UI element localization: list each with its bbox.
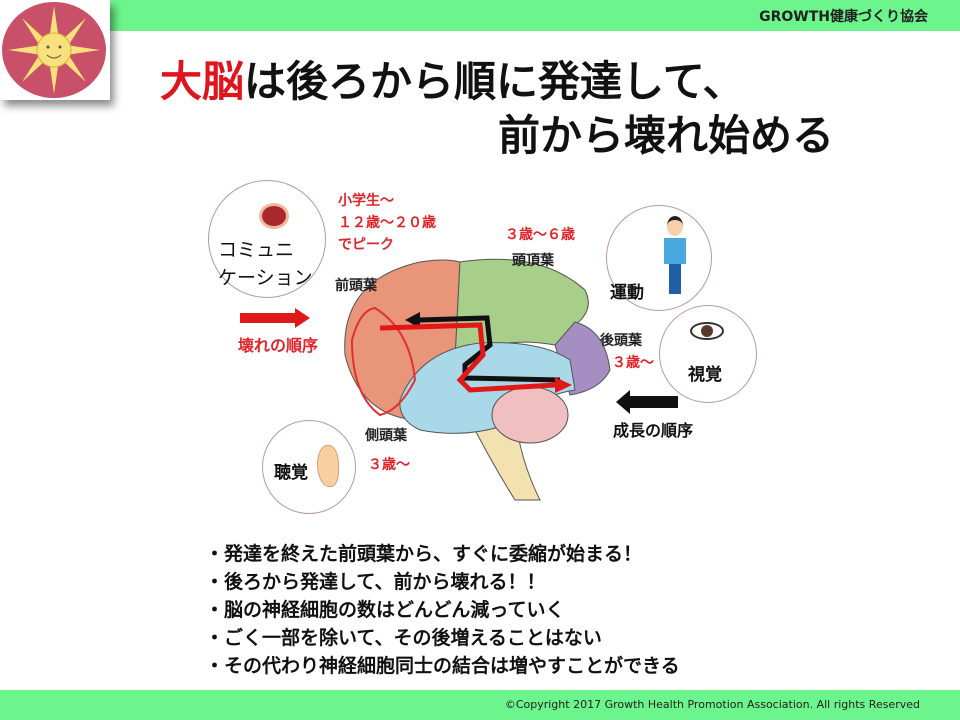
frontal-age-l3: でピーク [338, 237, 394, 253]
eye-icon [690, 322, 724, 340]
temporal-label: 側頭葉 [365, 428, 407, 444]
motion-label: 運動 [610, 283, 644, 303]
frontal-age-l1: 小学生〜 [338, 193, 394, 209]
destruction-arrow [379, 322, 556, 393]
title-rest: は後ろから順に発達して、 [244, 57, 745, 106]
vision-label: 視覚 [688, 365, 722, 385]
copyright: ©Copyright 2017 Growth Health Promotion … [504, 698, 920, 711]
vision-circle [659, 305, 757, 403]
title-line-1: 大脳は後ろから順に発達して、 [160, 48, 745, 109]
hearing-label: 聴覚 [274, 463, 308, 483]
communication-label: コミュニケーション [218, 236, 313, 292]
occipital-age: ３歳〜 [612, 355, 654, 371]
motion-circle [606, 205, 712, 311]
frontal-age-l2: １２歳〜２０歳 [338, 215, 436, 231]
footer-bar: ©Copyright 2017 Growth Health Promotion … [0, 690, 960, 720]
communication-l1: コミュニ [218, 239, 295, 261]
bullet-item: ・ごく一部を除いて、その後増えることはない [205, 627, 602, 649]
bullet-item: ・脳の神経細胞の数はどんどん減っていく [205, 599, 565, 621]
black-arrow-left-icon [616, 390, 630, 414]
ear-icon [317, 445, 339, 487]
bullet-item: ・後ろから発達して、前から壊れる！！ [205, 571, 546, 593]
title-line-2: 前から壊れ始める [498, 111, 835, 160]
mouth-icon [259, 203, 289, 229]
bullet-item: ・その代わり神経細胞同士の結合は増やすことができる [205, 655, 680, 677]
destruction-order-label: 壊れの順序 [238, 336, 319, 355]
occipital-label: 後頭葉 [600, 333, 642, 349]
runner-icon [667, 216, 683, 236]
red-arrow-right-icon [295, 308, 310, 328]
communication-circle [208, 180, 326, 298]
parietal-label: 頭頂葉 [512, 253, 554, 269]
growth-order-label: 成長の順序 [613, 421, 694, 440]
communication-l2: ケーション [218, 267, 313, 289]
hearing-circle [262, 420, 356, 514]
bullet-list: ・発達を終えた前頭葉から、すぐに委縮が始まる！ ・後ろから発達して、前から壊れる… [205, 540, 680, 680]
growth-arrow [419, 315, 561, 383]
temporal-age: ３歳〜 [368, 457, 410, 473]
bullet-item: ・発達を終えた前頭葉から、すぐに委縮が始まる！ [205, 543, 643, 565]
hatched-region [350, 306, 417, 417]
title-highlight: 大脳 [160, 57, 245, 106]
cerebellum [491, 386, 569, 444]
org-name: GROWTH健康づくり協会 [759, 9, 928, 25]
header-bar: GROWTH健康づくり協会 [0, 0, 960, 31]
sun-logo [0, 0, 110, 100]
parietal-age: ３歳〜６歳 [505, 227, 575, 243]
frontal-age: 小学生〜 １２歳〜２０歳でピーク [338, 190, 436, 256]
frontal-label: 前頭葉 [335, 278, 377, 294]
